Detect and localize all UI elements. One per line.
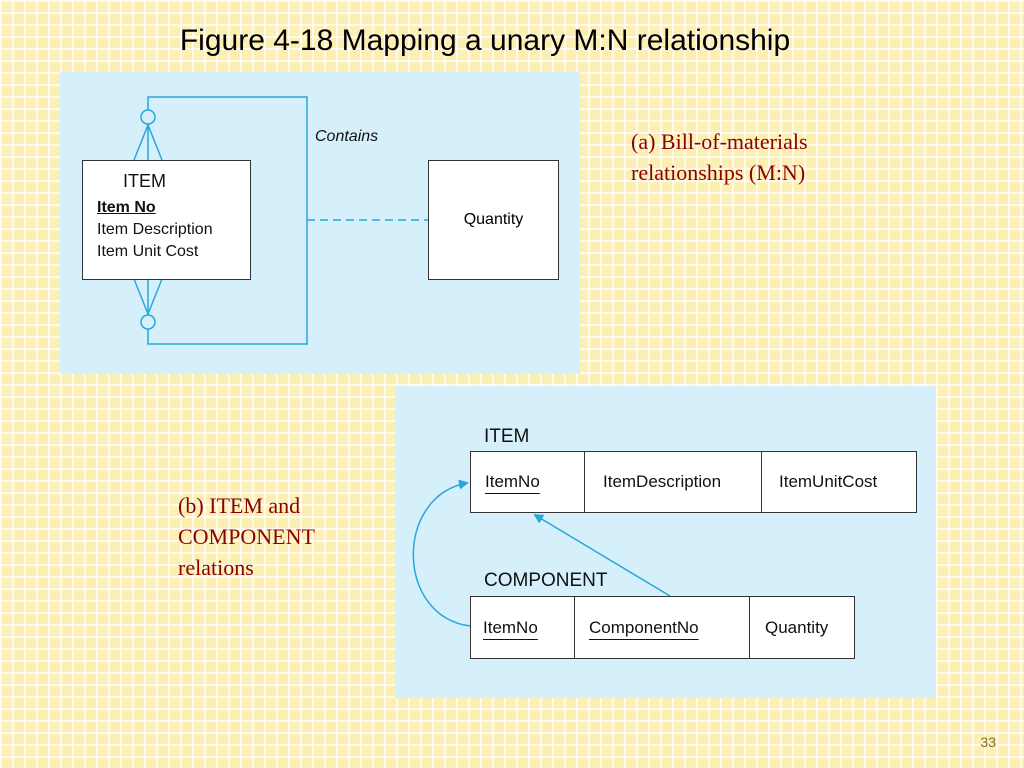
- item-relation-table: ItemNo ItemDescription ItemUnitCost: [470, 451, 917, 513]
- component-relation-name: COMPONENT: [484, 570, 608, 591]
- relations-connectors: [412, 479, 671, 627]
- item-entity-box: ITEM Item No Item Description Item Unit …: [82, 160, 251, 280]
- entity-name: ITEM: [123, 171, 166, 191]
- relations-panel: ITEM ItemNo ItemDescription ItemUnitCost…: [395, 386, 936, 698]
- component-itemno-column: ItemNo: [471, 597, 575, 658]
- caption-a-line2: relationships (M:N): [631, 160, 806, 185]
- component-quantity-label: Quantity: [765, 617, 829, 637]
- caption-a-line1: (a) Bill-of-materials: [631, 129, 808, 154]
- relationship-label: Contains: [315, 128, 379, 145]
- component-itemno-label: ItemNo: [483, 617, 538, 637]
- caption-b: (b) ITEM and COMPONENT relations: [178, 490, 315, 583]
- top-optional-circle: [140, 109, 156, 125]
- key-attribute: Item No: [97, 199, 156, 216]
- component-componentno-label: ComponentNo: [589, 617, 699, 637]
- slide-title: Figure 4-18 Mapping a unary M:N relation…: [179, 24, 791, 57]
- caption-b-line3: relations: [178, 555, 254, 580]
- er-diagram-lines: [133, 96, 428, 345]
- item-itemno-label: ItemNo: [485, 472, 540, 491]
- page-number: 33: [980, 734, 996, 750]
- item-relation-name: ITEM: [484, 426, 530, 447]
- unit-cost-attribute: Item Unit Cost: [97, 243, 199, 260]
- item-itemno-column: ItemNo: [471, 452, 585, 512]
- quantity-attribute-box: Quantity: [428, 160, 559, 280]
- component-quantity-column: Quantity: [750, 597, 854, 658]
- component-componentno-column: ComponentNo: [575, 597, 750, 658]
- itemno-foreign-key-arrow: [412, 479, 471, 627]
- quantity-label: Quantity: [463, 211, 524, 228]
- item-description-column: ItemDescription: [585, 452, 762, 512]
- bottom-optional-circle: [140, 314, 156, 330]
- caption-a: (a) Bill-of-materials relationships (M:N…: [631, 126, 808, 188]
- er-diagram-panel: ITEM Item No Item Description Item Unit …: [60, 72, 580, 374]
- description-attribute: Item Description: [97, 221, 213, 238]
- component-relation-table: ItemNo ComponentNo Quantity: [470, 596, 855, 659]
- item-unitcost-column: ItemUnitCost: [762, 452, 916, 512]
- item-unitcost-label: ItemUnitCost: [779, 472, 878, 491]
- componentno-foreign-key-arrow: [533, 513, 671, 597]
- item-description-label: ItemDescription: [603, 472, 722, 491]
- caption-b-line1: (b) ITEM and: [178, 493, 301, 518]
- caption-b-line2: COMPONENT: [178, 524, 315, 549]
